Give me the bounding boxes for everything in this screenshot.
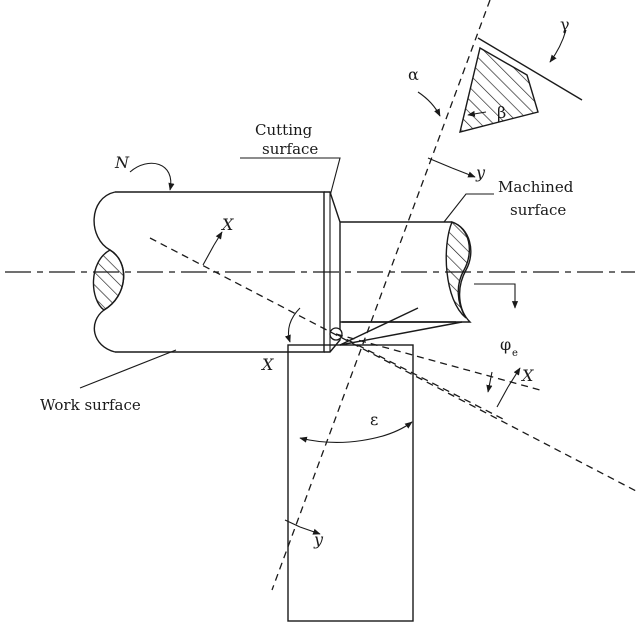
- section-x-right-marker: [496, 367, 521, 408]
- rake-reference-line: [477, 37, 583, 101]
- workpiece: [92, 191, 325, 353]
- label-machined-surface-line2: surface: [510, 201, 566, 219]
- cutting-surface-zone: [324, 191, 341, 353]
- label-beta: β: [497, 103, 506, 122]
- label-machined-surface-line1: Machined: [498, 178, 574, 196]
- label-y-top: y: [475, 163, 486, 182]
- gamma-arrow: [549, 29, 567, 63]
- label-x-top: X: [220, 215, 234, 234]
- feed-arrow: [474, 283, 519, 309]
- label-work-surface: Work surface: [40, 396, 141, 414]
- section-y-bottom-marker: [284, 519, 321, 535]
- label-n: N: [114, 153, 130, 172]
- beta-arrow: [467, 110, 487, 117]
- label-y-bottom: y: [313, 530, 324, 549]
- label-cutting-surface-line1: Cutting: [255, 121, 313, 139]
- alpha-arrow: [417, 91, 441, 117]
- rotation-arrow: [129, 162, 175, 191]
- workpiece-section-hatch: [92, 249, 125, 311]
- y-axis-line: [271, 0, 491, 591]
- label-x-right: X: [520, 366, 534, 385]
- label-epsilon: ε: [370, 410, 378, 429]
- tool-tip: [329, 307, 463, 346]
- section-x-bottom-marker: [284, 307, 301, 343]
- machined-surface-leader: [443, 193, 494, 223]
- phi-arc: [486, 371, 493, 393]
- label-x-bottom: X: [260, 355, 274, 374]
- section-x-top-marker: [202, 231, 223, 266]
- tool-section: [417, 29, 583, 133]
- edge-line: [335, 333, 506, 421]
- label-alpha: α: [408, 65, 419, 84]
- label-phi: φ: [500, 335, 511, 354]
- epsilon-arc: [299, 421, 413, 443]
- label-phi-sub: e: [512, 348, 518, 359]
- label-cutting-surface-line2: surface: [262, 140, 318, 158]
- tool-shank: [287, 344, 414, 622]
- cutting-surface-leader: [240, 157, 341, 197]
- machined-section-hatch: [445, 221, 471, 319]
- work-surface-leader: [79, 349, 177, 389]
- label-gamma: γ: [560, 15, 570, 34]
- tool-section-hatch: [459, 46, 539, 133]
- x-axis-line: [149, 237, 638, 493]
- section-y-top-marker: [427, 157, 476, 178]
